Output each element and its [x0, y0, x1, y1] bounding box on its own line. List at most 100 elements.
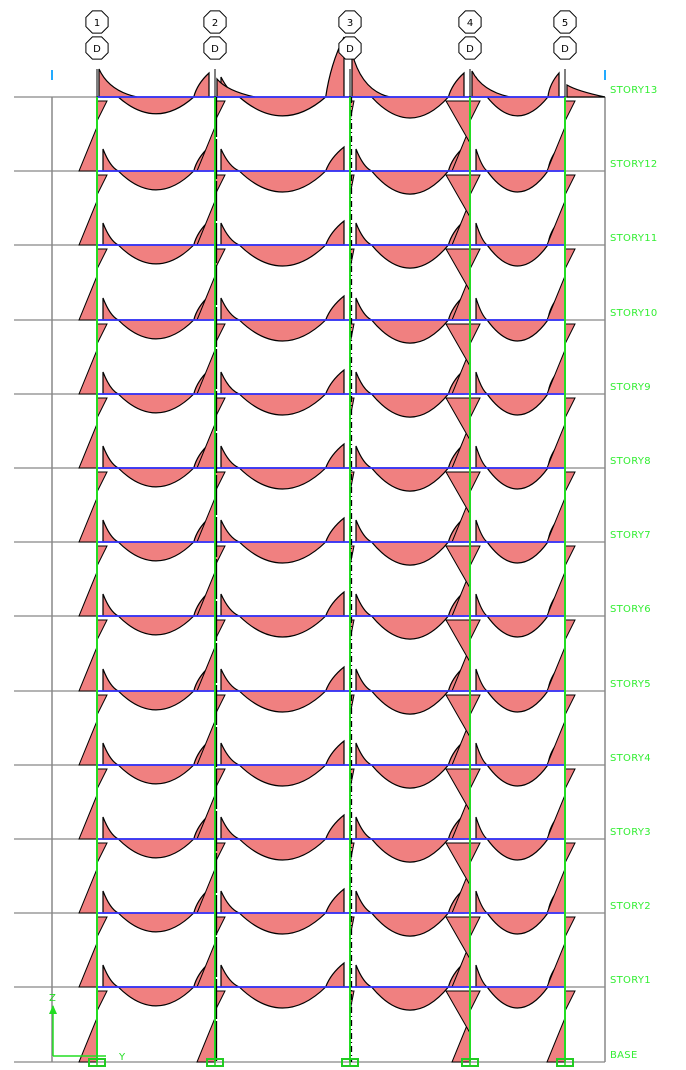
column-moment-top [96, 545, 108, 567]
grid-bubble-number: 4 [467, 18, 473, 29]
column-moment-top [564, 842, 576, 864]
column-moment-top [96, 323, 108, 345]
column-moment-bottom [546, 868, 566, 914]
beam-moment-shape [475, 145, 560, 193]
column-moment-bottom [546, 646, 566, 692]
supports [88, 1058, 574, 1067]
beam-moment-shape [355, 590, 465, 640]
story-label: STORY1 [610, 975, 651, 986]
beam-moment-shape [220, 813, 345, 861]
story-label: STORY7 [610, 530, 651, 541]
column-moment-top [564, 397, 576, 419]
column-moment-bottom [78, 423, 98, 469]
column-moment-top [469, 768, 481, 790]
column-moment-top [469, 471, 481, 493]
column-moment-top [469, 545, 481, 567]
beam-moment-shape [355, 516, 465, 566]
column-moment-bottom [546, 497, 566, 543]
beam-moment-shape [355, 368, 465, 418]
roof-moment-peak [98, 68, 138, 98]
grid-bubble-letter-icon [203, 36, 227, 60]
beam-moment-shape [102, 219, 210, 265]
beam-moment-shape [475, 961, 560, 1009]
beam-moment-shape [355, 219, 465, 269]
selection-markers [51, 70, 606, 80]
column-moment-top [96, 990, 108, 1012]
column-moment-bottom [78, 275, 98, 321]
grid-bubble-number: 3 [347, 18, 353, 29]
column-moment-bottom [78, 200, 98, 246]
column-moment-top [564, 694, 576, 716]
z-axis-label: Z [49, 993, 56, 1004]
beam-moment-shape [220, 739, 345, 787]
column-moment-bottom [78, 646, 98, 692]
beam-moment-shape [475, 219, 560, 267]
column-moment-bottom [196, 646, 216, 692]
beam-moment-shape [355, 294, 465, 344]
column-moment-bottom [546, 571, 566, 617]
column-moment-bottom [546, 720, 566, 766]
column-moment-bottom [78, 571, 98, 617]
column-moment-bottom [78, 497, 98, 543]
story-label: BASE [610, 1050, 638, 1061]
grid-bubble-letter-icon [85, 36, 109, 60]
beam-moment-shape [355, 665, 465, 715]
columns [96, 69, 566, 1062]
column-moment-bottom [196, 126, 216, 172]
column-moment-bottom [546, 200, 566, 246]
beam-moment-shape [355, 887, 465, 937]
grid-bubble-letter-icon [458, 36, 482, 60]
column-moment-bottom [196, 423, 216, 469]
beam-moment-shape [102, 590, 210, 636]
column-moment-top [96, 619, 108, 641]
column-moment-diagonal [445, 619, 471, 664]
grid-bubble-number-icon [553, 10, 577, 34]
story-labels: STORY13STORY12STORY11STORY10STORY9STORY8… [610, 85, 658, 1061]
beam-moment-shape [102, 368, 210, 414]
column-moment-top [564, 323, 576, 345]
beam-moment-shape [475, 368, 560, 416]
beam-moment-shape [102, 887, 210, 933]
grid-bubble-letter: D [211, 44, 219, 55]
column-moment-top [469, 323, 481, 345]
column-moment-top [96, 916, 108, 938]
column-moment-top [564, 916, 576, 938]
grid-bubble-number-icon [458, 10, 482, 34]
column-moment-top [96, 471, 108, 493]
beam-moment-shape [475, 516, 560, 564]
story-label: STORY12 [610, 159, 658, 170]
column-moment-bottom [196, 720, 216, 766]
beam-moment-shape [102, 813, 210, 859]
column-moment-bottom [546, 794, 566, 840]
story-label: STORY9 [610, 382, 651, 393]
beam-moment-shape [220, 590, 345, 638]
beam-moment-shape [475, 813, 560, 861]
column-moment-bottom [78, 942, 98, 988]
story-label: STORY13 [610, 85, 658, 96]
beam-moment-shape [220, 887, 345, 935]
column-moment-diagonal [445, 323, 471, 368]
beam-moment-shape [475, 739, 560, 787]
column-moment-top [564, 768, 576, 790]
grid-bubble-letter: D [93, 44, 101, 55]
story-label: STORY4 [610, 753, 651, 764]
column-moment-top [564, 990, 576, 1012]
column-moment-diagonal [445, 174, 471, 219]
roof-moment-peak [471, 70, 511, 98]
beam-moment-shape [102, 961, 210, 1007]
grid-bubble-number-icon [85, 10, 109, 34]
beam-moment-shape [220, 442, 345, 490]
column-moment-diagonal [445, 100, 471, 145]
column-moment-top [469, 694, 481, 716]
column-moment-bottom [196, 942, 216, 988]
column-moment-top [469, 990, 481, 1012]
column-moment-bottom [196, 794, 216, 840]
beam-moment-shape [220, 294, 345, 342]
grid-bubble-number: 2 [212, 18, 218, 29]
z-axis-arrow-icon [49, 1005, 57, 1014]
beam-moment-shape [355, 145, 465, 195]
beam-moment-shape [102, 442, 210, 488]
column-moment-bottom [546, 423, 566, 469]
column-moment-top [469, 842, 481, 864]
